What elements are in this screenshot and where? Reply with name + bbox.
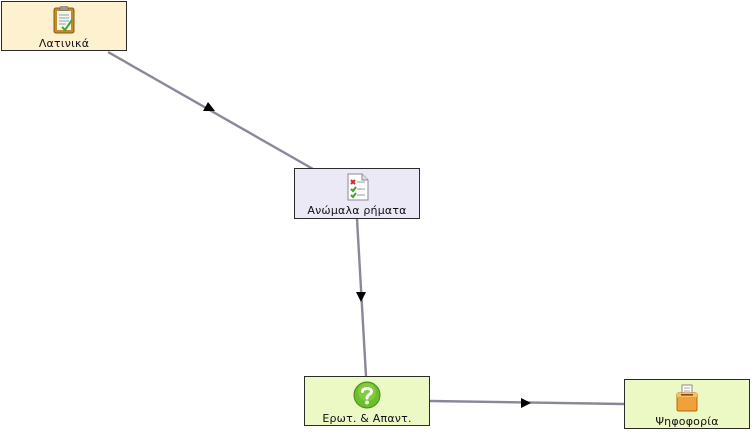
node-label: Λατινικά	[38, 37, 90, 50]
node-erot-apant[interactable]: Ερωτ. & Απαντ.	[304, 376, 430, 426]
node-label: Ανώμαλα ρήματα	[307, 204, 407, 217]
checklist-icon	[347, 173, 369, 201]
edge-anomala-erot[interactable]	[355, 218, 368, 377]
notepad-icon	[53, 6, 75, 34]
arrowhead	[521, 398, 531, 408]
node-psifoforia[interactable]: Ψηφοφορία	[624, 379, 750, 429]
edge-latinika-anomala[interactable]	[107, 50, 314, 171]
ballot-box-icon	[676, 384, 698, 412]
edge-erot-psifoforia[interactable]	[429, 398, 625, 408]
arrowhead	[203, 102, 215, 111]
node-label: Ερωτ. & Απαντ.	[322, 412, 412, 425]
node-label: Ψηφοφορία	[655, 415, 719, 428]
question-mark-icon	[353, 381, 381, 409]
node-latinika[interactable]: Λατινικά	[1, 1, 127, 51]
arrowhead	[356, 292, 366, 302]
node-anomala-rimata[interactable]: Ανώμαλα ρήματα	[294, 168, 420, 219]
